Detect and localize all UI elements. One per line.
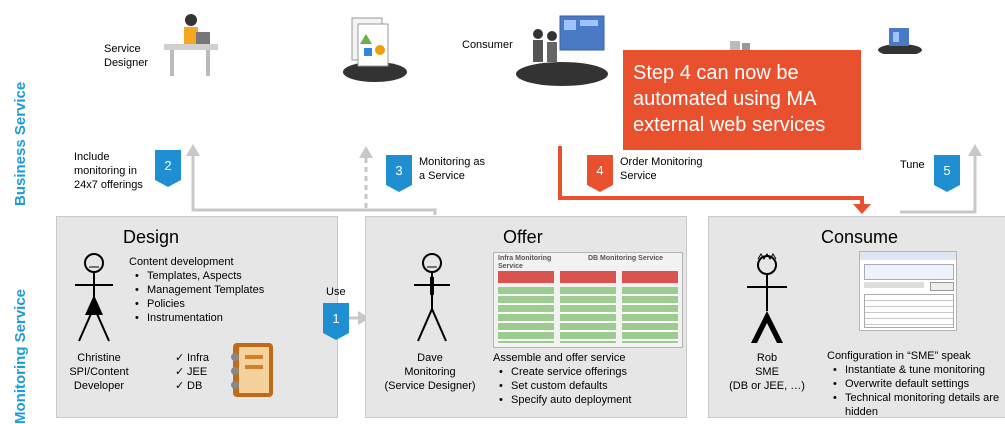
step-5-label: Tune <box>900 159 925 171</box>
sme-stick-figure-icon <box>747 253 787 343</box>
list-item: Instantiate & tune monitoring <box>831 363 999 377</box>
server-icon <box>720 40 760 53</box>
offer-heading: Assemble and offer service <box>493 352 626 364</box>
step-2-badge: 2 <box>155 150 181 187</box>
step-4-label: Order Monitoring Service <box>620 156 703 182</box>
service-offering-thumbnail: Infra Monitoring Service DB Monitoring S… <box>493 252 683 348</box>
design-panel: Design Content development Templates, As… <box>56 216 338 418</box>
designer-label: Dave Monitoring (Service Designer) <box>384 352 476 392</box>
step-4-badge: 4 <box>587 155 613 192</box>
automation-callout: Step 4 can now be automated using MA ext… <box>623 50 861 150</box>
content-pack-icon <box>231 343 273 397</box>
offer-bullets: Create service offerings Set custom defa… <box>497 365 631 407</box>
list-item: Technical monitoring details are hidden <box>831 391 999 419</box>
infra-service-title: Infra Monitoring Service <box>498 255 552 270</box>
service-designer-icon <box>160 14 222 78</box>
developer-label: Christine SPI/Content Developer <box>69 352 129 392</box>
consume-panel: Consume Rob SME (DB or JEE, …) Configura… <box>708 216 1005 418</box>
list-item: Overwrite default settings <box>831 377 999 391</box>
designer-stick-figure-icon <box>414 253 450 342</box>
list-item: Instrumentation <box>133 311 264 325</box>
consume-title: Consume <box>821 227 899 247</box>
list-item: Create service offerings <box>497 365 631 379</box>
consume-bullets: Instantiate & tune monitoring Overwrite … <box>831 363 999 419</box>
list-item: Specify auto deployment <box>497 393 631 407</box>
step-3-label: Monitoring as a Service <box>419 156 486 182</box>
dashboard-icon <box>875 24 925 56</box>
offer-panel: Offer Dave Monitoring (Service Designer)… <box>365 216 687 418</box>
list-item: JEE <box>173 365 209 379</box>
list-item: DB <box>173 379 209 393</box>
developer-stick-figure-icon <box>75 253 113 342</box>
step-2-label: Include monitoring in 24x7 offerings <box>74 151 143 191</box>
design-bullets: Templates, Aspects Management Templates … <box>133 269 264 325</box>
step-3-badge: 3 <box>386 155 412 192</box>
design-title: Design <box>123 227 180 247</box>
list-item: Infra <box>173 351 209 365</box>
consume-heading: Configuration in “SME” speak <box>827 350 971 362</box>
list-item: Policies <box>133 297 264 311</box>
step-1-label: Use <box>326 286 346 298</box>
config-form-thumbnail <box>859 251 957 331</box>
design-heading: Content development <box>129 256 234 268</box>
step-1-badge: 1 <box>323 303 349 340</box>
offer-title: Offer <box>503 227 543 247</box>
sme-label: Rob SME (DB or JEE, …) <box>729 352 805 392</box>
list-item: Set custom defaults <box>497 379 631 393</box>
content-checklist: Infra JEE DB <box>173 351 209 393</box>
list-item: Templates, Aspects <box>133 269 264 283</box>
service-catalog-icon <box>340 12 410 86</box>
consumer-label: Consumer <box>462 39 513 51</box>
service-designer-label: Service Designer <box>104 43 149 69</box>
consumer-icon <box>512 10 612 90</box>
list-item: Management Templates <box>133 283 264 297</box>
db-service-title: DB Monitoring Service <box>588 255 664 262</box>
step-5-badge: 5 <box>934 155 960 192</box>
